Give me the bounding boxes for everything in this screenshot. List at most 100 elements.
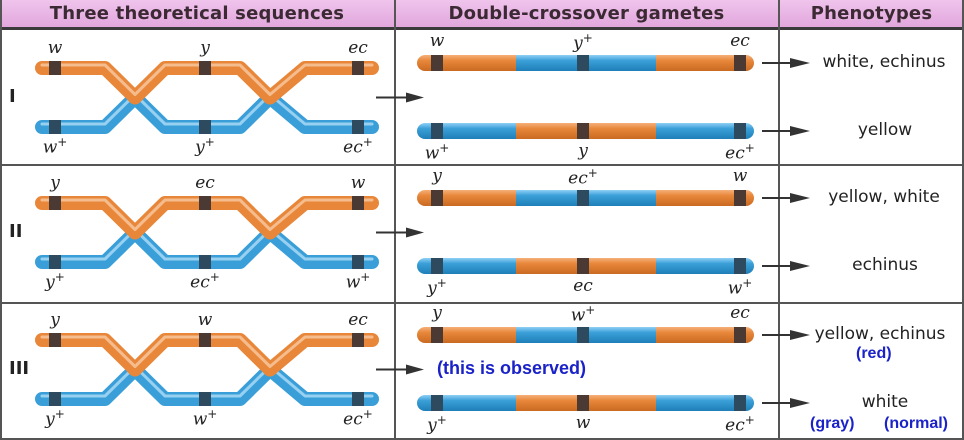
gene-label: w xyxy=(197,310,213,330)
gene-locus-band xyxy=(352,61,364,75)
header-three-theoretical-sequences: Three theoretical sequences xyxy=(0,0,394,30)
gene-label: ec+ xyxy=(725,413,755,436)
gene-locus-band xyxy=(431,123,443,139)
gene-label: y xyxy=(200,38,210,58)
gene-locus-band xyxy=(431,258,443,274)
gamete-1-segment xyxy=(656,327,754,343)
gene-locus-band xyxy=(199,61,211,75)
annotation-normal: (normal) xyxy=(884,415,948,432)
gene-label: y+ xyxy=(45,407,65,430)
gene-label: ec xyxy=(573,276,593,296)
gene-locus-band xyxy=(431,327,443,343)
gamete-2-segment xyxy=(656,123,754,139)
header-phenotypes: Phenotypes xyxy=(779,0,964,30)
column-divider xyxy=(778,0,780,440)
gene-label: ec xyxy=(348,310,368,330)
row-label: II xyxy=(9,220,23,242)
gene-label: ec+ xyxy=(343,135,373,158)
header-double-crossover-gametes: Double-crossover gametes xyxy=(394,0,779,30)
gene-locus-band xyxy=(199,120,211,134)
gene-locus-band xyxy=(49,196,61,210)
phenotype-label: white xyxy=(861,392,909,412)
gene-locus-band xyxy=(734,55,746,71)
chromosome-highlight xyxy=(40,93,374,126)
gene-locus-band xyxy=(734,395,746,411)
gene-locus-band xyxy=(734,190,746,206)
gamete-2-segment xyxy=(656,258,754,274)
gene-label: y+ xyxy=(45,270,65,293)
gene-label: w+ xyxy=(345,270,371,293)
arrow-head-icon xyxy=(406,364,424,375)
gene-locus-band xyxy=(577,123,589,139)
gene-label: w+ xyxy=(192,407,218,430)
gene-label: w xyxy=(350,173,366,193)
arrow-head-icon xyxy=(406,227,424,238)
gamete-1-segment xyxy=(417,190,524,206)
arrow-head-icon xyxy=(790,330,810,340)
gene-locus-band xyxy=(49,333,61,347)
row-divider xyxy=(0,302,964,304)
frame-border-right xyxy=(962,0,964,440)
gene-label: ec xyxy=(730,31,750,51)
row-label: I xyxy=(9,85,16,107)
gene-label: ec+ xyxy=(343,407,373,430)
gamete-2-segment xyxy=(417,395,524,411)
gamete-2-segment xyxy=(656,395,754,411)
arrow-head-icon xyxy=(790,193,810,203)
gene-locus-band xyxy=(352,255,364,269)
row-divider xyxy=(0,164,964,166)
gene-locus-band xyxy=(734,327,746,343)
gene-locus-band xyxy=(49,392,61,406)
gene-locus-band xyxy=(431,55,443,71)
gene-locus-band xyxy=(577,190,589,206)
gene-label: y+ xyxy=(427,276,447,299)
column-divider xyxy=(394,0,396,440)
gene-label: y xyxy=(50,173,60,193)
gamete-1-segment xyxy=(656,327,676,343)
gene-label: y xyxy=(432,166,442,186)
gene-locus-band xyxy=(199,392,211,406)
arrow-head-icon xyxy=(406,92,424,103)
gamete-1-segment xyxy=(656,55,676,71)
chromosome-highlight xyxy=(40,228,374,261)
gene-label: y+ xyxy=(195,135,215,158)
gene-locus-band xyxy=(352,392,364,406)
annotation-red: (red) xyxy=(856,345,892,362)
gene-label: y xyxy=(432,303,442,323)
gene-label: y xyxy=(578,141,588,161)
gene-locus-band xyxy=(199,196,211,210)
gene-locus-band xyxy=(577,55,589,71)
gene-locus-band xyxy=(352,196,364,210)
gene-locus-band xyxy=(199,333,211,347)
phenotype-label: yellow, echinus xyxy=(814,324,946,344)
gamete-1-segment xyxy=(417,327,524,343)
gene-label: ec xyxy=(195,173,215,193)
gene-locus-band xyxy=(352,120,364,134)
gene-label: w+ xyxy=(570,303,596,326)
gene-locus-band xyxy=(352,333,364,347)
phenotype-label: echinus xyxy=(852,255,918,275)
gene-label: w xyxy=(575,413,591,433)
gamete-1-segment xyxy=(656,190,754,206)
gene-label: w xyxy=(47,38,63,58)
gene-label: ec+ xyxy=(725,141,755,164)
gene-label: ec+ xyxy=(190,270,220,293)
gamete-1-segment xyxy=(417,55,524,71)
gene-label: y+ xyxy=(427,413,447,436)
gene-label: w xyxy=(429,31,445,51)
gamete-2-segment xyxy=(417,123,524,139)
gene-locus-band xyxy=(49,120,61,134)
gene-locus-band xyxy=(431,190,443,206)
gamete-1-segment xyxy=(656,55,754,71)
gene-label: y+ xyxy=(573,31,593,54)
gene-locus-band xyxy=(577,327,589,343)
observed-note: (this is observed) xyxy=(437,357,587,378)
gene-locus-band xyxy=(577,395,589,411)
gene-locus-band xyxy=(577,258,589,274)
gene-locus-band xyxy=(734,123,746,139)
gene-locus-band xyxy=(49,61,61,75)
gamete-2-segment xyxy=(417,258,524,274)
gamete-1-segment xyxy=(656,190,676,206)
phenotype-label: yellow xyxy=(857,120,913,140)
